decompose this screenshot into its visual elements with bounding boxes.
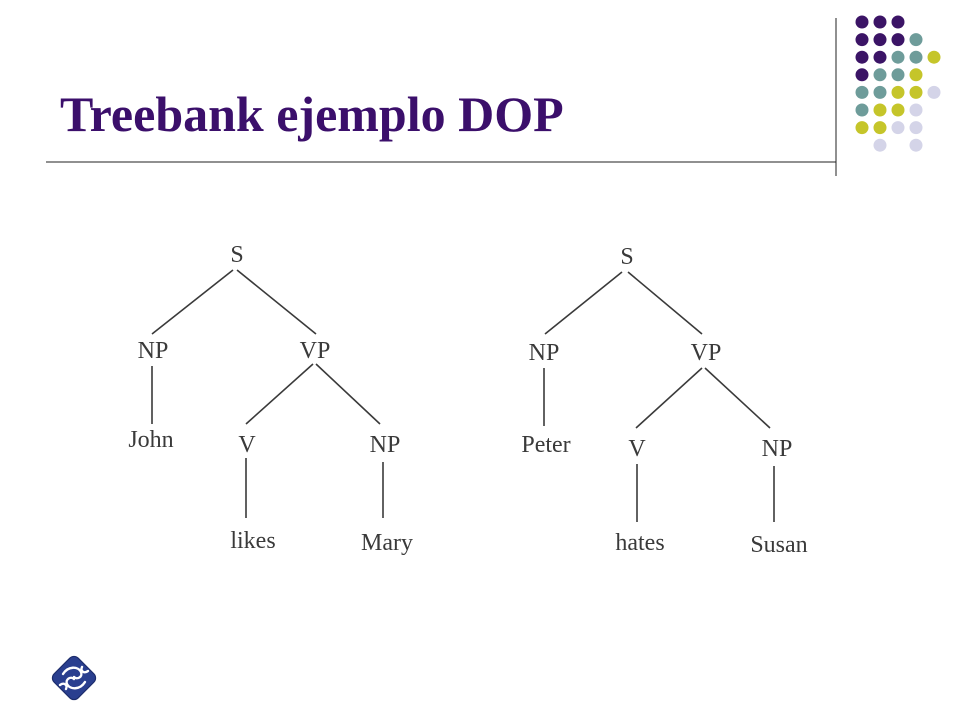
decorative-dot xyxy=(873,85,887,99)
tree-2-object-word: Susan xyxy=(750,532,807,558)
tree-1-edges xyxy=(151,269,384,518)
decorative-dot xyxy=(891,50,905,64)
decorative-dot xyxy=(891,103,905,117)
decorative-dot xyxy=(909,103,923,117)
tree-2-edges xyxy=(543,271,775,522)
decorative-dot xyxy=(891,121,905,135)
tree-2-verb-pos-label: V xyxy=(628,436,646,462)
tree-1-subject-word: John xyxy=(128,427,173,453)
decorative-dot xyxy=(873,103,887,117)
institution-logo-icon xyxy=(51,655,97,701)
tree-1-subject-np-label: NP xyxy=(138,338,169,364)
tree-1-verb-word: likes xyxy=(230,528,275,554)
tree-2-vp-label: VP xyxy=(691,340,722,366)
decorative-dot xyxy=(855,103,869,117)
decorative-dot xyxy=(855,50,869,64)
decorative-dot xyxy=(891,85,905,99)
decorative-dot xyxy=(891,33,905,47)
tree-1-verb-pos-label: V xyxy=(238,432,256,458)
decorative-dot xyxy=(855,85,869,99)
tree-2-root-label: S xyxy=(620,244,633,270)
decorative-dot xyxy=(855,33,869,47)
decorative-dot xyxy=(873,50,887,64)
tree-2-subject-word: Peter xyxy=(521,432,570,458)
tree-2: S NP VP Peter V NP hates Susan xyxy=(521,244,807,558)
decorative-dot xyxy=(855,15,869,29)
decorative-dot xyxy=(909,33,923,47)
decorative-dot xyxy=(927,50,941,64)
decorative-dot xyxy=(909,85,923,99)
decorative-dot xyxy=(891,15,905,29)
tree-1-vp-label: VP xyxy=(300,338,331,364)
page-title: Treebank ejemplo DOP xyxy=(60,86,564,142)
decorative-dot xyxy=(873,33,887,47)
decorative-dot xyxy=(891,68,905,82)
tree-1-object-word: Mary xyxy=(361,530,413,556)
decorative-dot xyxy=(873,68,887,82)
decorative-dot xyxy=(873,15,887,29)
decorative-dot xyxy=(909,121,923,135)
tree-1-object-np-label: NP xyxy=(370,432,401,458)
decorative-dot xyxy=(909,68,923,82)
decorative-dot xyxy=(909,138,923,152)
tree-2-object-np-label: NP xyxy=(762,436,793,462)
dot-grid xyxy=(855,15,941,152)
decorative-dot xyxy=(873,121,887,135)
decorative-dot xyxy=(909,50,923,64)
decorative-dot xyxy=(873,138,887,152)
tree-2-subject-np-label: NP xyxy=(529,340,560,366)
tree-1: S NP VP John V NP likes Mary xyxy=(128,242,413,556)
decorative-dot xyxy=(927,85,941,99)
tree-1-root-label: S xyxy=(230,242,243,268)
decorative-dot xyxy=(855,121,869,135)
decorative-dot xyxy=(855,68,869,82)
tree-2-verb-word: hates xyxy=(615,530,664,556)
